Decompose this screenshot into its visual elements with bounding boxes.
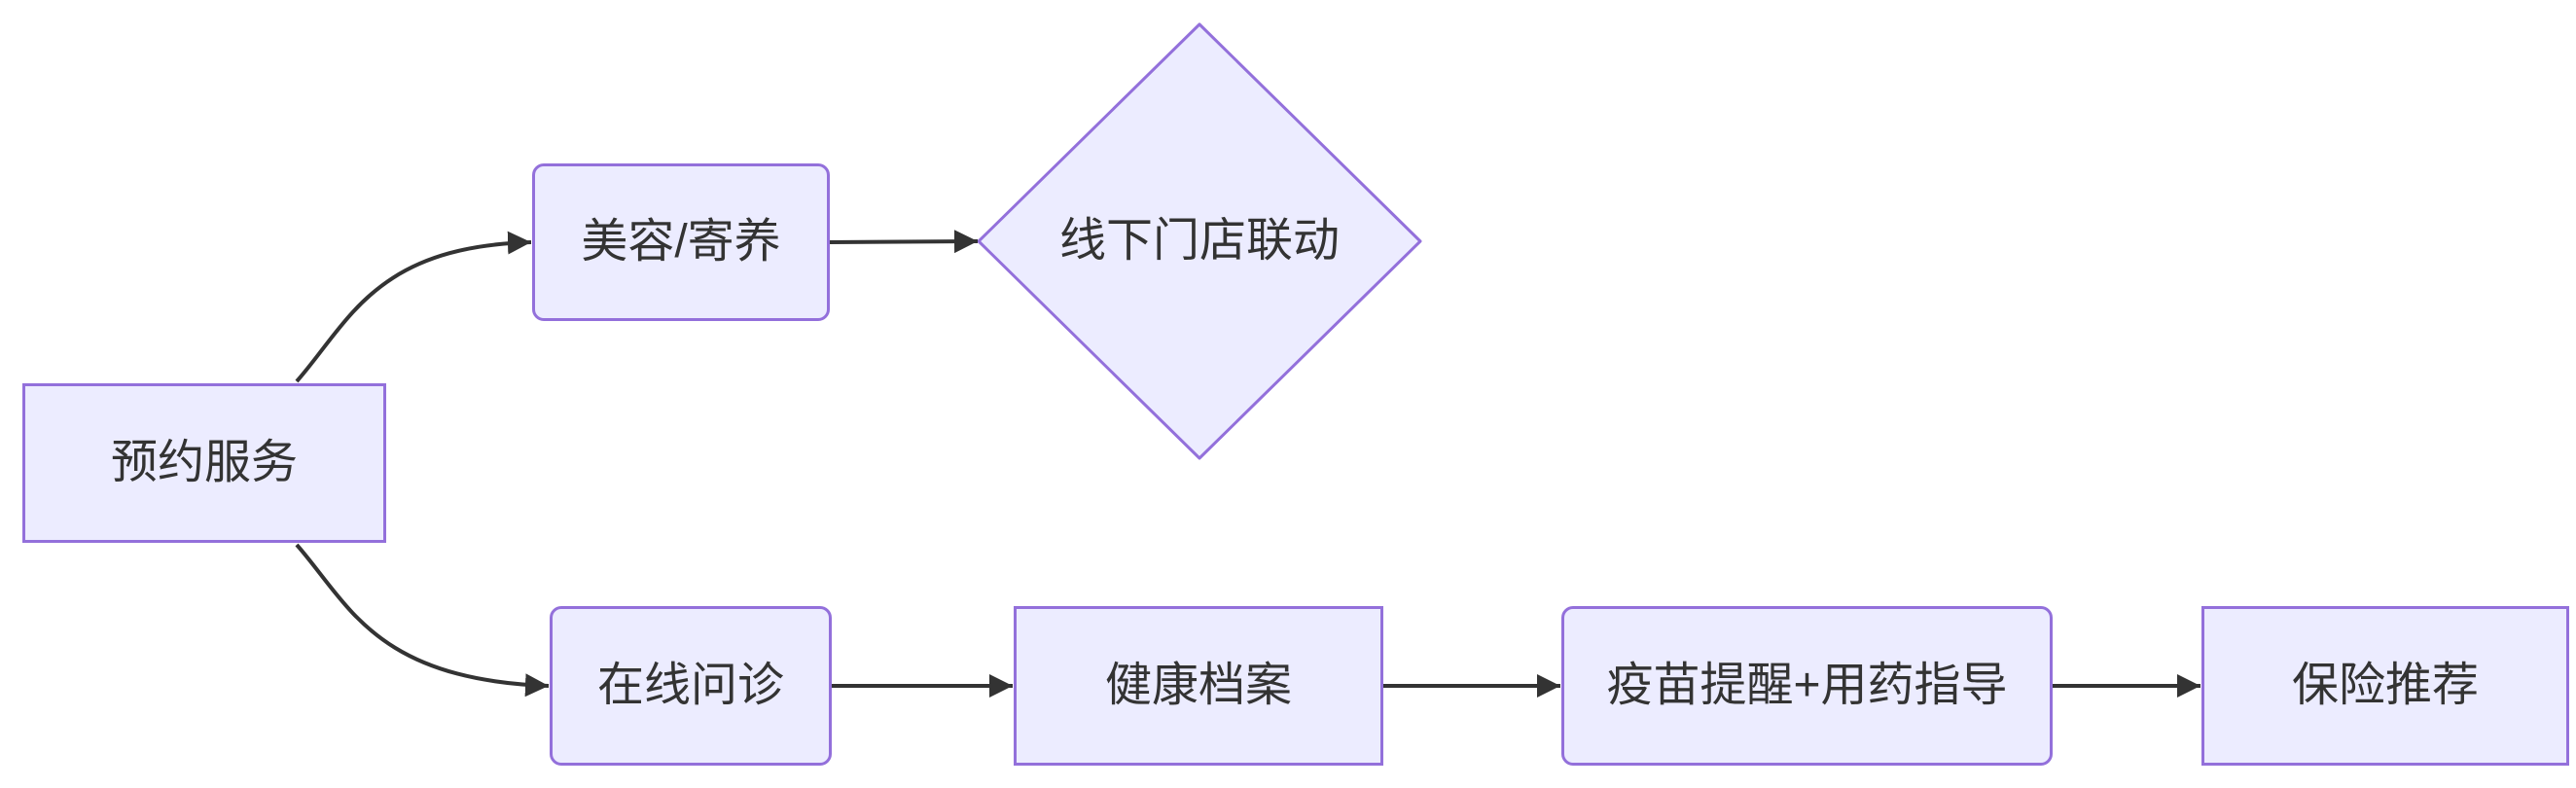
node-booking-service: 预约服务	[22, 383, 386, 543]
edge-booking-service-to-grooming-boarding	[295, 231, 532, 383]
node-health-records: 健康档案	[1014, 606, 1383, 766]
node-booking-service-label: 预约服务	[110, 437, 298, 489]
node-vaccine-reminder-medication-guidance-label: 疫苗提醒+用药指导	[1606, 660, 2008, 712]
node-vaccine-reminder-medication-guidance: 疫苗提醒+用药指导	[1561, 606, 2053, 766]
node-online-consultation: 在线问诊	[550, 606, 832, 766]
node-offline-store-linkage-shape	[977, 22, 1422, 460]
node-offline-store-linkage: 线下门店联动	[1029, 202, 1370, 280]
node-offline-store-linkage-label: 线下门店联动	[1058, 215, 1340, 268]
node-insurance-recommendation-label: 保险推荐	[2291, 660, 2479, 712]
node-grooming-boarding: 美容/寄养	[532, 163, 830, 321]
node-insurance-recommendation: 保险推荐	[2201, 606, 2569, 766]
node-online-consultation-label: 在线问诊	[596, 660, 784, 712]
edge-grooming-boarding-to-offline-store-linkage	[829, 230, 979, 254]
edge-booking-service-to-online-consultation	[295, 543, 550, 698]
node-health-records-label: 健康档案	[1104, 660, 1292, 712]
node-grooming-boarding-label: 美容/寄养	[581, 216, 781, 269]
